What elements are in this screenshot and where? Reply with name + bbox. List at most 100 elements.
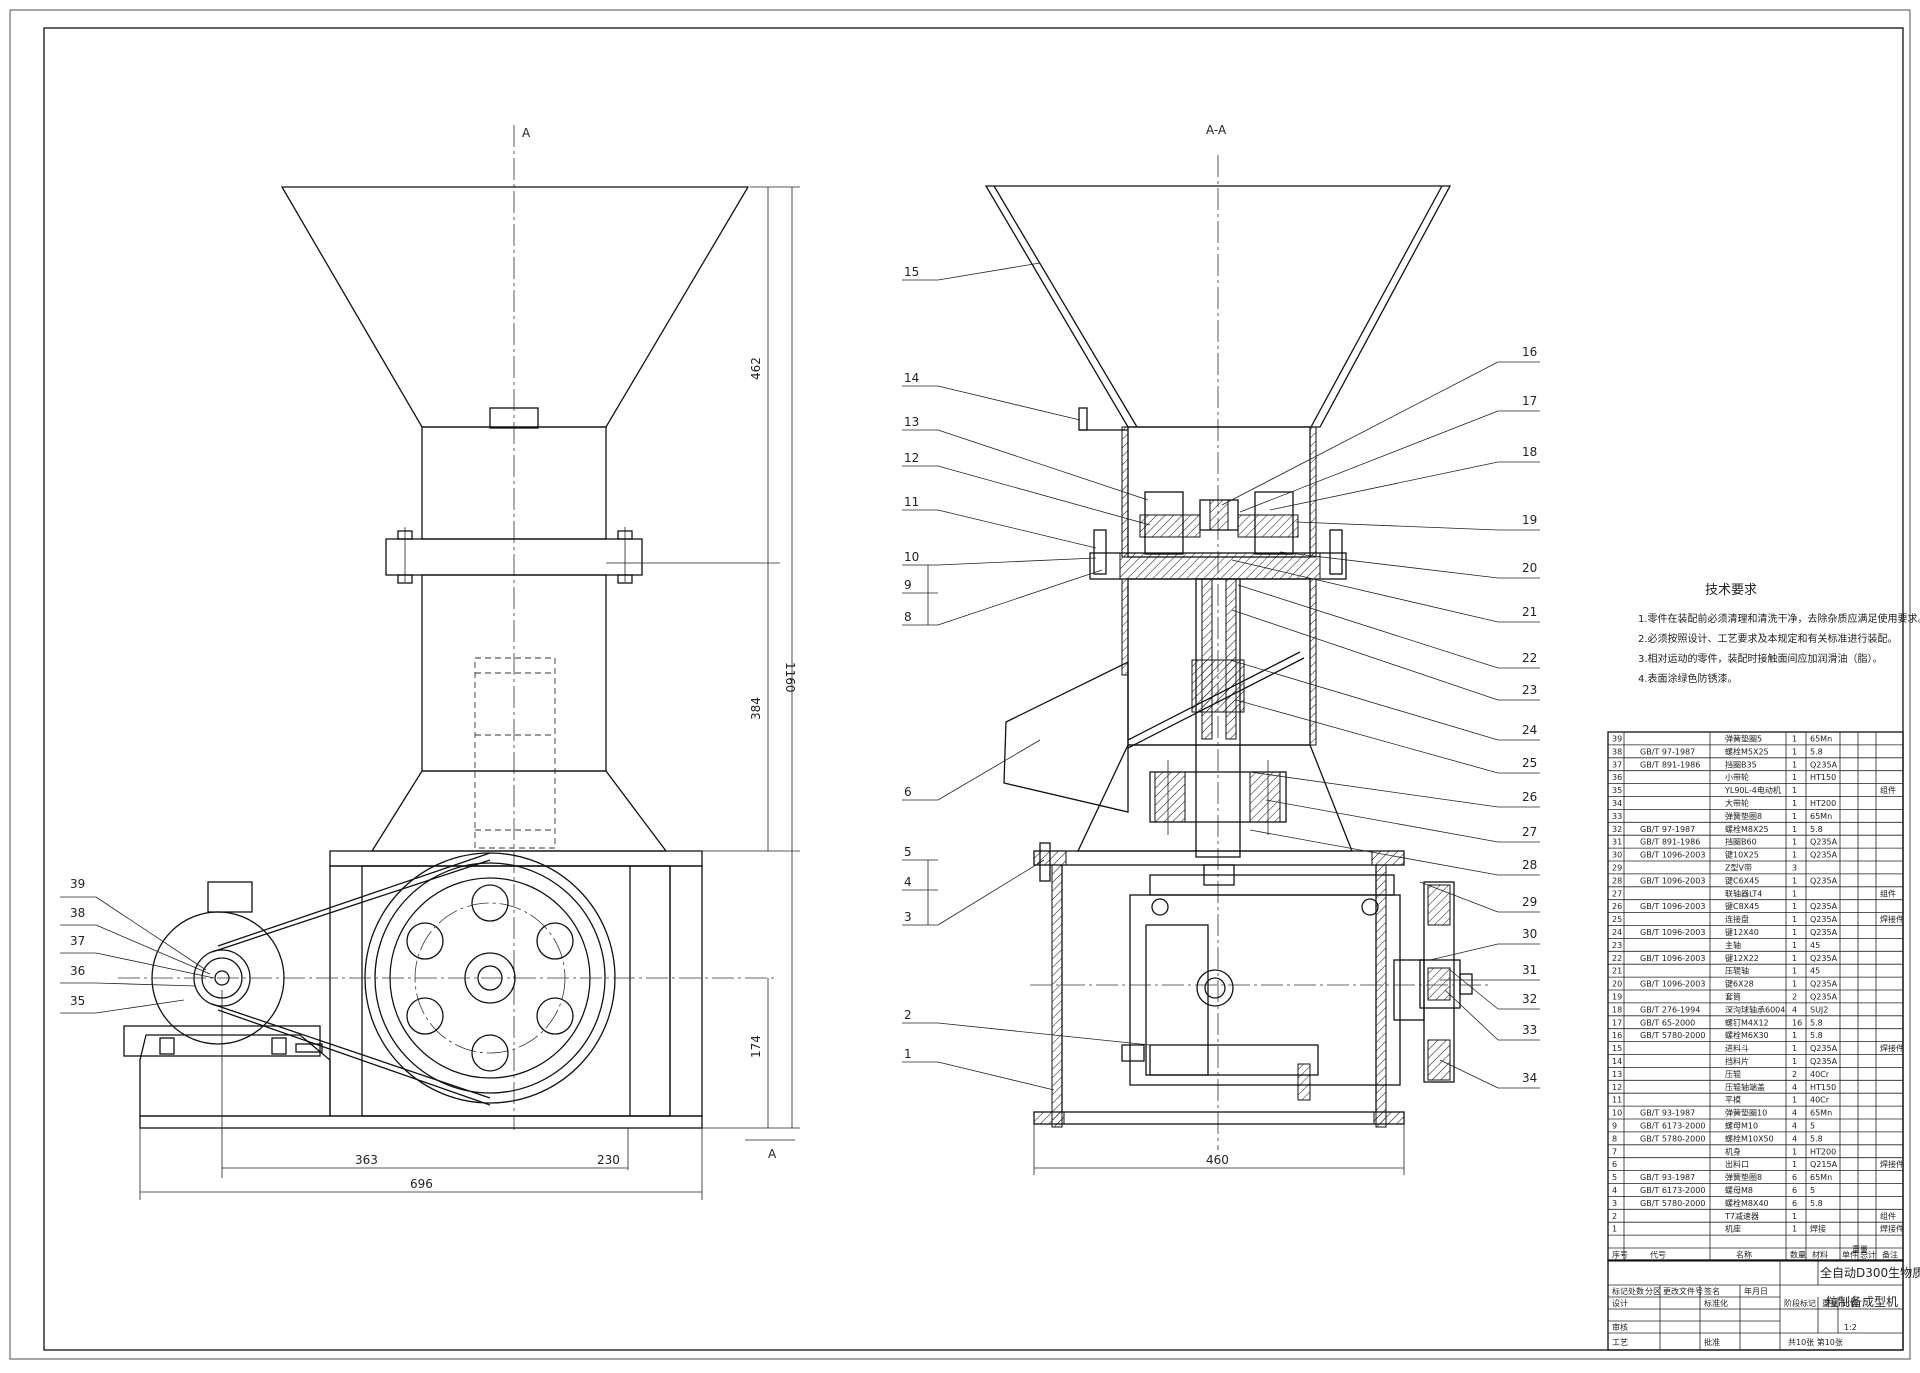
bom-cell: YL90L-4电动机 [1724, 785, 1781, 795]
tb-label: 标记 [1612, 1286, 1628, 1296]
tb-label: 批准 [1704, 1337, 1720, 1347]
bom-cell: Q235A [1810, 928, 1838, 937]
bom-cell: 20 [1612, 980, 1622, 989]
bom-weight-label: 重量 [1852, 1244, 1868, 1254]
bom-cell: 1 [1792, 1225, 1797, 1234]
bom-cell: 18 [1612, 1005, 1622, 1014]
bom-cell: 套筒 [1725, 992, 1741, 1002]
bom-cell: 螺母M10 [1725, 1121, 1758, 1131]
bom-cell: 1 [1792, 825, 1797, 834]
bom-cell: 39 [1612, 735, 1622, 744]
bom-header: 代号 [1650, 1250, 1666, 1260]
callout-1: 1 [904, 1047, 912, 1061]
bom-cell: GB/T 1096-2003 [1640, 928, 1705, 937]
bom-cell: 2 [1792, 1070, 1797, 1079]
bom-cell: 5.8 [1810, 825, 1823, 834]
dim-363: 363 [355, 1153, 378, 1167]
bom-cell: Z型V带 [1725, 864, 1752, 873]
bom-cell: T7减速器 [1724, 1211, 1759, 1221]
bom-cell: 65Mn [1810, 1109, 1832, 1118]
bom-cell: GB/T 97-1987 [1640, 825, 1695, 834]
bom-cell: 1 [1792, 980, 1797, 989]
bom-cell: 31 [1612, 838, 1622, 847]
bom-cell: 键C6X45 [1725, 875, 1759, 885]
bom-cell: GB/T 1096-2003 [1640, 902, 1705, 911]
scale-value: 1:2 [1844, 1323, 1857, 1332]
bom-cell: 弹簧垫圈8 [1725, 811, 1762, 821]
bom-cell: 1 [1792, 838, 1797, 847]
bom-cell: 弹簧垫圈8 [1725, 1172, 1762, 1182]
bom-cell: 4 [1792, 1005, 1797, 1014]
dim-696: 696 [410, 1177, 433, 1191]
tb-label: 比例 [1842, 1298, 1858, 1308]
bom-cell: GB/T 5780-2000 [1640, 1199, 1705, 1208]
bom-cell: 弹簧垫圈5 [1725, 734, 1762, 744]
bom-cell: 焊接件 [1880, 1224, 1904, 1234]
callout-21: 21 [1522, 605, 1537, 619]
bom-cell: HT150 [1810, 1083, 1836, 1092]
bom-cell: Q235A [1810, 760, 1838, 769]
callout-36: 36 [70, 964, 85, 978]
callout-32: 32 [1522, 992, 1537, 1006]
bom-cell: 3 [1792, 864, 1797, 873]
callout-11: 11 [904, 495, 919, 509]
bom-cell: GB/T 276-1994 [1640, 1005, 1700, 1014]
bom-cell: 5.8 [1810, 1018, 1823, 1027]
tb-label: 处数 [1628, 1286, 1644, 1296]
bom-cell: 34 [1612, 799, 1622, 808]
bom-cell: 1 [1792, 1160, 1797, 1169]
side-view: A A [60, 125, 800, 1200]
bom-cell: 65Mn [1810, 735, 1832, 744]
tb-label: 分区 [1645, 1287, 1661, 1296]
callout-19: 19 [1522, 513, 1537, 527]
bom-cell: 1 [1792, 1096, 1797, 1105]
bom-cell: GB/T 5780-2000 [1640, 1031, 1705, 1040]
tech-req-item: 4.表面涂绿色防锈漆。 [1638, 672, 1738, 685]
bom-cell: 压辊 [1725, 1069, 1741, 1079]
tech-req-item: 1.零件在装配前必须清理和清洗干净，去除杂质应满足使用要求。 [1638, 612, 1920, 625]
callout-37: 37 [70, 934, 85, 948]
bom-cell: 5.8 [1810, 747, 1823, 756]
bom-cell: 12 [1612, 1083, 1622, 1092]
bom-cell: 22 [1612, 954, 1622, 963]
bom-cell: 压辊轴 [1725, 966, 1749, 976]
bom-cell: 6 [1792, 1173, 1797, 1182]
bom-header: 总计 [1860, 1250, 1876, 1260]
callout-34: 34 [1522, 1071, 1537, 1085]
bom-cell: 机座 [1725, 1224, 1741, 1234]
bom-cell: 28 [1612, 876, 1622, 885]
bom-cell: 焊接件 [1880, 914, 1904, 924]
bom-header: 数量 [1790, 1250, 1806, 1260]
bom-cell: Q235A [1810, 915, 1838, 924]
bom-cell: GB/T 1096-2003 [1640, 954, 1705, 963]
bom-cell: GB/T 1096-2003 [1640, 851, 1705, 860]
callout-5: 5 [904, 845, 912, 859]
bom-cell: 16 [1792, 1018, 1802, 1027]
dim-1160: 1160 [783, 662, 797, 693]
bom-cell: 35 [1612, 786, 1622, 795]
bom-cell: 弹簧垫圈10 [1725, 1108, 1767, 1118]
callout-27: 27 [1522, 825, 1537, 839]
bom-cell: 5 [1612, 1173, 1617, 1182]
tb-label: 标准化 [1704, 1298, 1728, 1308]
bom-cell: Q235A [1810, 993, 1838, 1002]
bom-cell: 4 [1792, 1109, 1797, 1118]
bom-cell: GB/T 93-1987 [1640, 1173, 1695, 1182]
bom-cell: GB/T 5780-2000 [1640, 1134, 1705, 1143]
callout-14: 14 [904, 371, 919, 385]
bom-cell: 24 [1612, 928, 1622, 937]
bom-cell: 37 [1612, 760, 1622, 769]
bom-cell: 1 [1792, 941, 1797, 950]
bom-cell: 5.8 [1810, 1199, 1823, 1208]
callout-16: 16 [1522, 345, 1537, 359]
bom-cell: 螺栓M8X40 [1725, 1198, 1769, 1208]
bom-cell: 焊接 [1810, 1224, 1826, 1234]
callout-4: 4 [904, 875, 912, 889]
bom-cell: 主轴 [1725, 940, 1741, 950]
dim-174: 174 [749, 1035, 763, 1058]
tech-req-title: 技术要求 [1705, 583, 1757, 598]
bom-cell: 8 [1612, 1134, 1617, 1143]
bom-cell: 键12X22 [1725, 953, 1759, 963]
bom-cell: 挡圈B35 [1725, 759, 1757, 769]
bom-header: 材料 [1812, 1250, 1828, 1260]
